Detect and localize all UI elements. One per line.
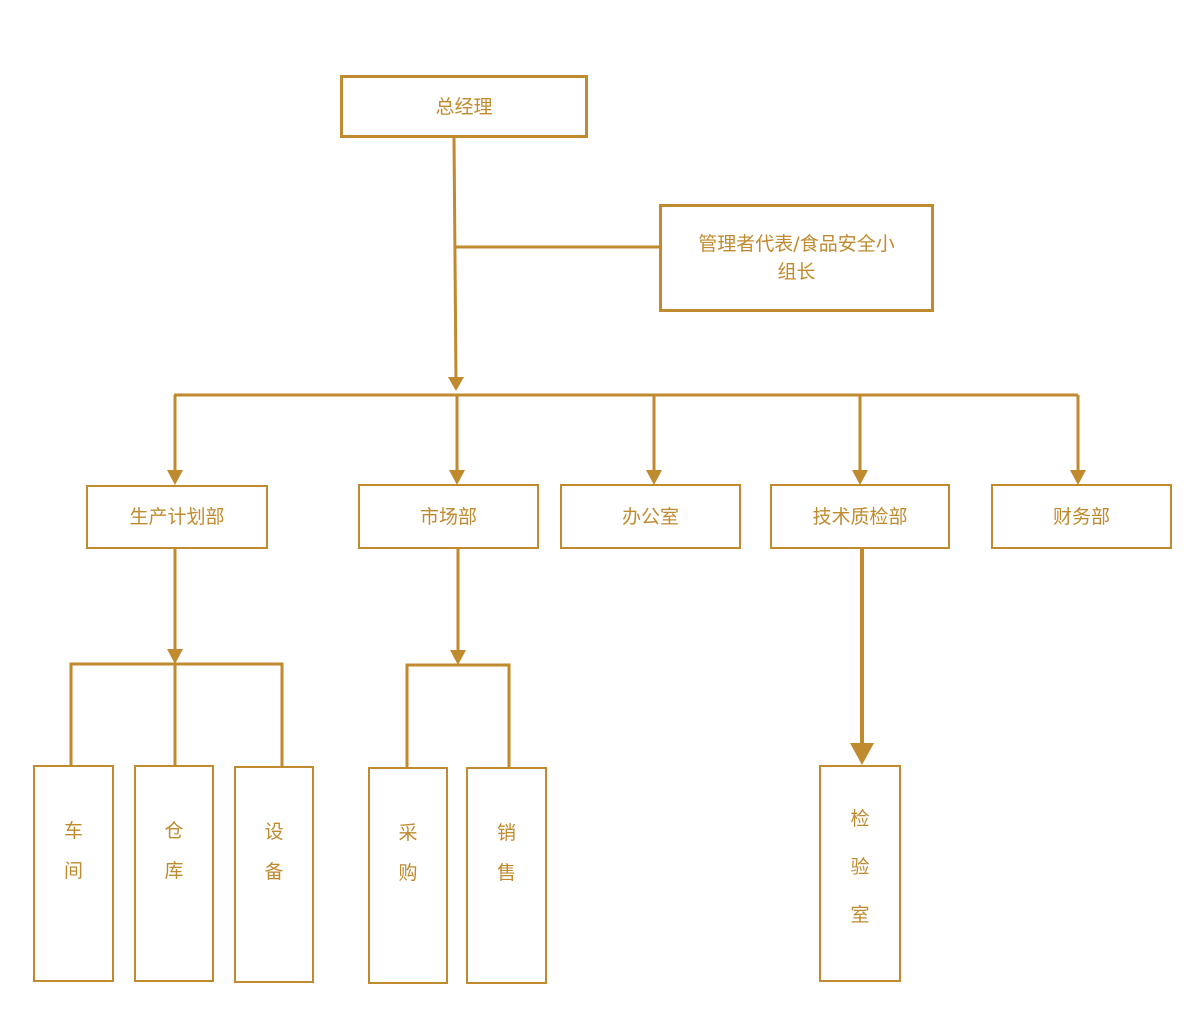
node-label: 生产计划部 — [129, 506, 225, 528]
arrow-head-office — [646, 470, 662, 485]
connector-gm-trunk — [452, 136, 458, 381]
node-management-rep: 管理者代表/食品安全小组长 — [659, 204, 934, 312]
node-production-planning: 生产计划部 — [86, 485, 268, 549]
node-workshop: 车 间 — [33, 765, 114, 982]
arrow-head-tech — [852, 470, 868, 485]
node-char: 设 — [264, 821, 284, 843]
node-char: 采 — [398, 822, 418, 844]
node-label: 技术质检部 — [812, 505, 908, 528]
arrow-head-production — [167, 470, 183, 485]
node-char: 备 — [264, 861, 284, 883]
node-char: 库 — [164, 860, 184, 882]
node-char: 销 — [496, 822, 516, 844]
arrow-head-market — [449, 470, 465, 485]
arrow-head-market-sub — [450, 650, 466, 665]
node-char: 购 — [398, 862, 418, 884]
node-general-manager: 总经理 — [340, 75, 588, 138]
node-label: 总经理 — [435, 95, 493, 118]
arrow-head-lab — [850, 743, 874, 765]
node-char: 验 — [850, 855, 870, 878]
node-char: 间 — [63, 860, 83, 882]
node-char: 车 — [63, 820, 83, 842]
node-finance: 财务部 — [991, 484, 1172, 549]
connector-market-bus — [405, 663, 511, 768]
node-label: 市场部 — [419, 505, 477, 528]
node-purchasing: 采 购 — [368, 767, 448, 984]
node-marketing: 市场部 — [358, 484, 539, 549]
node-label: 办公室 — [621, 505, 679, 528]
node-equipment: 设 备 — [234, 766, 314, 983]
arrow-head-finance — [1070, 470, 1086, 485]
node-label: 管理者代表/食品安全小组长 — [698, 233, 895, 283]
node-warehouse: 仓 库 — [134, 765, 214, 982]
node-sales: 销 售 — [466, 767, 547, 984]
node-label: 财务部 — [1052, 505, 1110, 528]
node-char: 检 — [850, 807, 870, 830]
node-tech-qc: 技术质检部 — [770, 484, 950, 549]
node-char: 售 — [496, 862, 516, 884]
node-char: 室 — [850, 903, 870, 926]
node-laboratory: 检 验 室 — [819, 765, 901, 982]
node-office: 办公室 — [560, 484, 741, 549]
arrow-head-trunk — [448, 377, 464, 391]
node-char: 仓 — [164, 820, 184, 842]
arrow-head-production-sub — [167, 649, 183, 664]
